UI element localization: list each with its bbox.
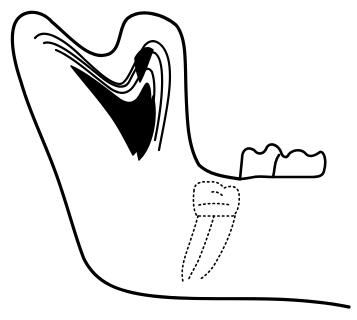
unerupted-tooth-crown [193,182,239,216]
unerupted-tooth-root-right [199,216,235,280]
molar-teeth [240,145,325,179]
coronoid-dark-wedge [135,48,153,82]
unerupted-tooth-crown-line [199,204,231,206]
molar-divider [273,155,279,177]
unerupted-tooth-root-left [182,216,198,282]
unerupted-tooth-cusp [212,192,224,197]
mandible-outline [12,12,349,307]
